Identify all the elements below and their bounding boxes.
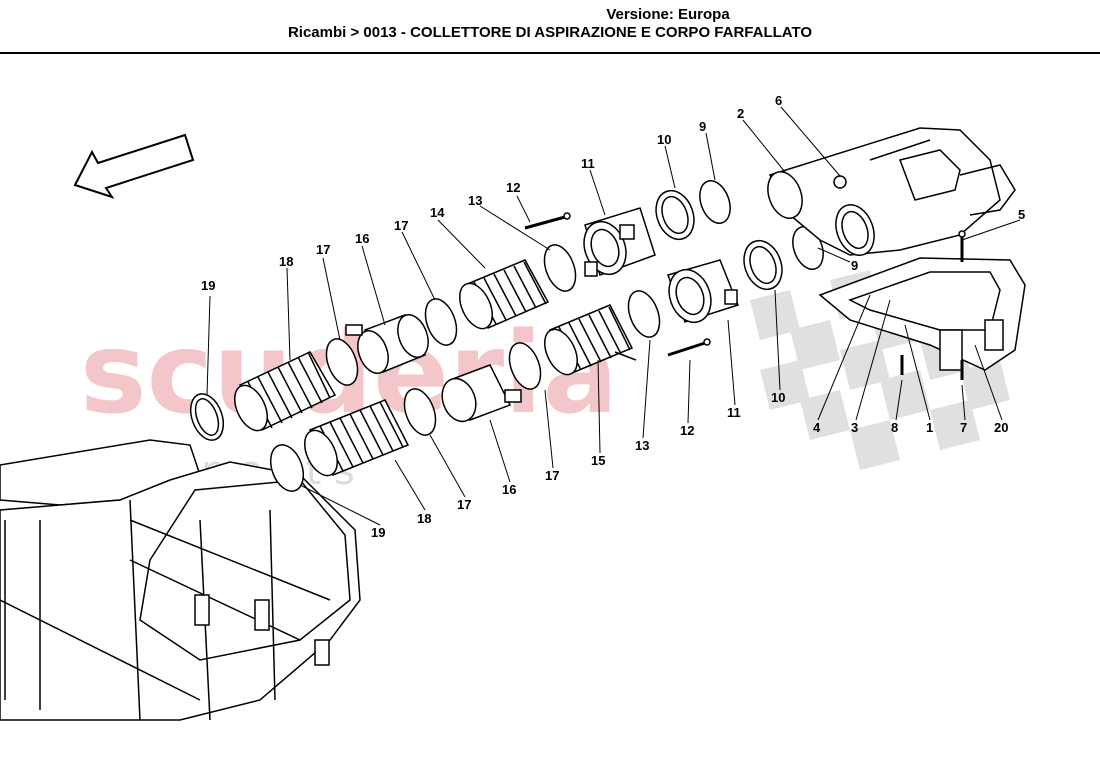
callout-13: 13 (635, 438, 649, 453)
callout-7: 7 (960, 420, 967, 435)
callout-20: 20 (994, 420, 1008, 435)
callout-18: 18 (279, 254, 293, 269)
callout-17: 17 (457, 497, 471, 512)
callout-10: 10 (657, 132, 671, 147)
air-box (0, 439, 361, 721)
callout-labels: 19 18 17 16 17 14 13 12 11 10 9 2 6 5 9 … (201, 93, 1025, 540)
callout-10: 10 (771, 390, 785, 405)
ring-10-upper (655, 189, 695, 241)
upper-duct-row (189, 180, 731, 441)
callout-2: 2 (737, 106, 744, 121)
direction-arrow-icon (73, 133, 195, 199)
callout-17: 17 (545, 468, 559, 483)
clamp-17-c (403, 388, 437, 436)
callout-9: 9 (699, 119, 706, 134)
clamp-9-lower (792, 226, 824, 270)
sleeve-16-lower (441, 364, 522, 423)
bellows-15 (544, 304, 637, 376)
lower-duct-row (269, 226, 824, 492)
callout-3: 3 (851, 420, 858, 435)
version-label: Versione: Europa (606, 6, 730, 23)
leader-lines (206, 106, 1021, 526)
intake-manifold (767, 127, 1016, 256)
header-divider (0, 52, 1100, 54)
bellows-18-upper (234, 351, 337, 432)
clamp-9-upper (699, 180, 731, 224)
callout-18: 18 (417, 511, 431, 526)
callout-19: 19 (371, 525, 385, 540)
callout-11: 11 (581, 156, 595, 171)
throttle-body-11-upper (583, 207, 656, 277)
callout-19: 19 (201, 278, 215, 293)
sleeve-16-upper (345, 314, 429, 374)
callout-1: 1 (926, 420, 933, 435)
callout-8: 8 (891, 420, 898, 435)
bellows-18-lower (304, 399, 410, 477)
callout-12: 12 (680, 423, 694, 438)
callout-16: 16 (502, 482, 516, 497)
callout-11: 11 (727, 405, 741, 420)
plenum-base (818, 230, 1026, 380)
callout-14: 14 (430, 205, 445, 220)
clamp-13-lower (627, 290, 661, 338)
callout-4: 4 (813, 420, 821, 435)
clamp-13-upper (543, 244, 577, 292)
callout-6: 6 (775, 93, 782, 108)
bolt-12-upper (524, 212, 571, 230)
ring-10-lower (743, 239, 783, 291)
clamp-17-b (424, 298, 458, 346)
callout-16: 16 (355, 231, 369, 246)
callout-5: 5 (1018, 207, 1025, 222)
clamp-17-a (325, 338, 359, 386)
bellows-14 (459, 259, 550, 330)
page-title: Ricambi > 0013 - COLLETTORE DI ASPIRAZIO… (287, 24, 813, 41)
callout-12: 12 (506, 180, 520, 195)
bolt-12-lower (667, 338, 711, 357)
clamp-17-d (508, 342, 542, 390)
callout-9: 9 (851, 258, 858, 273)
callout-13: 13 (468, 193, 482, 208)
callout-15: 15 (591, 453, 605, 468)
throttle-body-11-lower (667, 259, 739, 324)
callout-17: 17 (394, 218, 408, 233)
callout-17: 17 (316, 242, 330, 257)
clamp-19-lower (269, 444, 305, 492)
parts-diagram: scuderia c a r p a r t s (0, 93, 1026, 721)
